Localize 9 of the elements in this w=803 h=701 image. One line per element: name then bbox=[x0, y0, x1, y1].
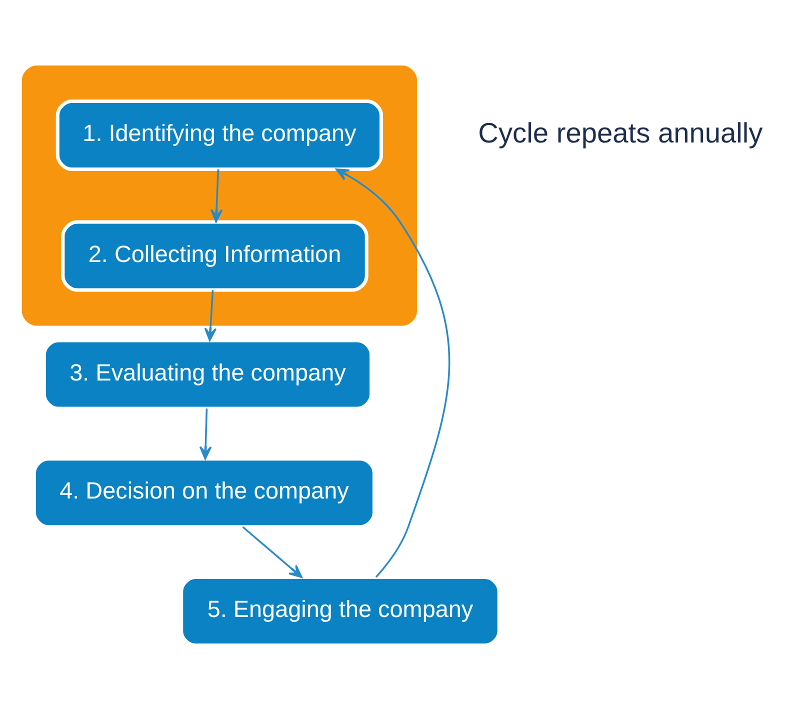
arrow bbox=[199, 408, 212, 460]
arrow bbox=[242, 526, 302, 578]
arrow bbox=[210, 168, 223, 222]
label: Cycle repeats annually bbox=[478, 117, 763, 148]
arrow bbox=[336, 168, 450, 578]
node-box: 1. Identifying the company bbox=[56, 98, 384, 171]
arrow bbox=[204, 290, 217, 341]
node-box: 2. Collecting Information bbox=[61, 220, 368, 292]
cluster bbox=[22, 64, 418, 326]
